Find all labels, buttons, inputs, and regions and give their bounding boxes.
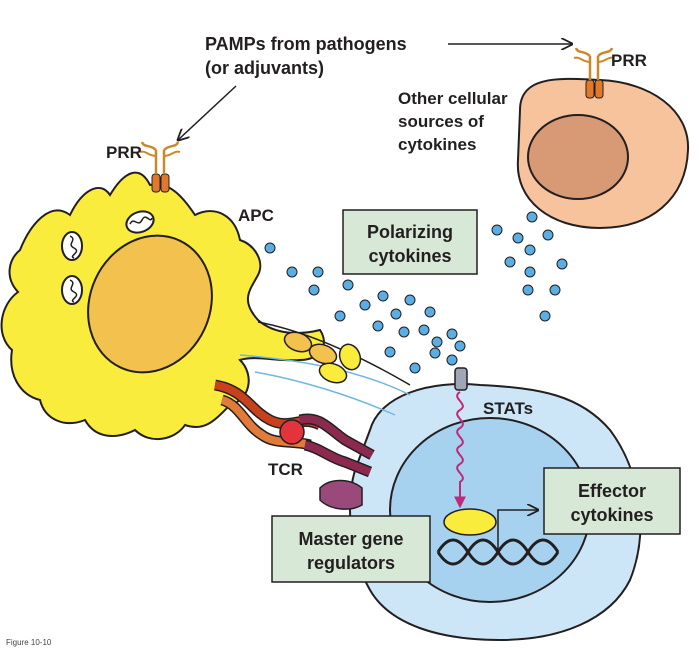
svg-text:Effector: Effector bbox=[578, 481, 646, 501]
transcription-arrow bbox=[497, 510, 538, 550]
other-cell-nucleus bbox=[527, 114, 629, 200]
other-sources-label-1: Other cellular bbox=[398, 89, 508, 108]
svg-text:regulators: regulators bbox=[307, 553, 395, 573]
prr-label-left: PRR bbox=[106, 143, 142, 162]
cytokine-receptor bbox=[454, 367, 468, 391]
mitochondrion-icon bbox=[61, 231, 83, 261]
master-gene-regulator bbox=[443, 508, 497, 536]
figure-caption: Figure 10-10 bbox=[6, 638, 52, 647]
prr-label-right: PRR bbox=[611, 51, 647, 70]
tcr-mhc-complex bbox=[213, 379, 375, 510]
cytokine-dots bbox=[264, 211, 568, 374]
apc-nucleus bbox=[87, 234, 213, 374]
apc-cell bbox=[0, 171, 325, 441]
cytokine-chain bbox=[283, 331, 362, 384]
antigen-peptide bbox=[279, 419, 305, 445]
effector-cytokines-box: Effector cytokines bbox=[543, 467, 681, 535]
other-sources-label-3: cytokines bbox=[398, 135, 476, 154]
pamps-arrow-to-apc bbox=[178, 85, 237, 140]
svg-text:Master gene: Master gene bbox=[298, 529, 403, 549]
svg-text:cytokines: cytokines bbox=[570, 505, 653, 525]
master-gene-regulators-box: Master gene regulators bbox=[271, 515, 431, 583]
mitochondrion-icon bbox=[61, 275, 83, 305]
svg-text:cytokines: cytokines bbox=[368, 246, 451, 266]
stats-label: STATs bbox=[483, 399, 533, 418]
stat-signal-arrow bbox=[454, 391, 466, 509]
dna-helix-icon bbox=[436, 538, 560, 566]
polarizing-cytokines-box: Polarizing cytokines bbox=[342, 209, 478, 275]
other-sources-label-2: sources of bbox=[398, 112, 484, 131]
other-cytokine-source-cell bbox=[516, 77, 690, 230]
pamps-label-2: (or adjuvants) bbox=[205, 58, 324, 78]
pamps-label: PAMPs from pathogens bbox=[205, 34, 407, 54]
svg-text:Polarizing: Polarizing bbox=[367, 222, 453, 242]
prr-receptor-icon bbox=[139, 141, 181, 193]
prr-receptor-icon bbox=[573, 47, 615, 99]
apc-label: APC bbox=[238, 206, 274, 225]
tcr-label: TCR bbox=[268, 460, 303, 479]
mitochondrion-icon bbox=[125, 210, 155, 234]
